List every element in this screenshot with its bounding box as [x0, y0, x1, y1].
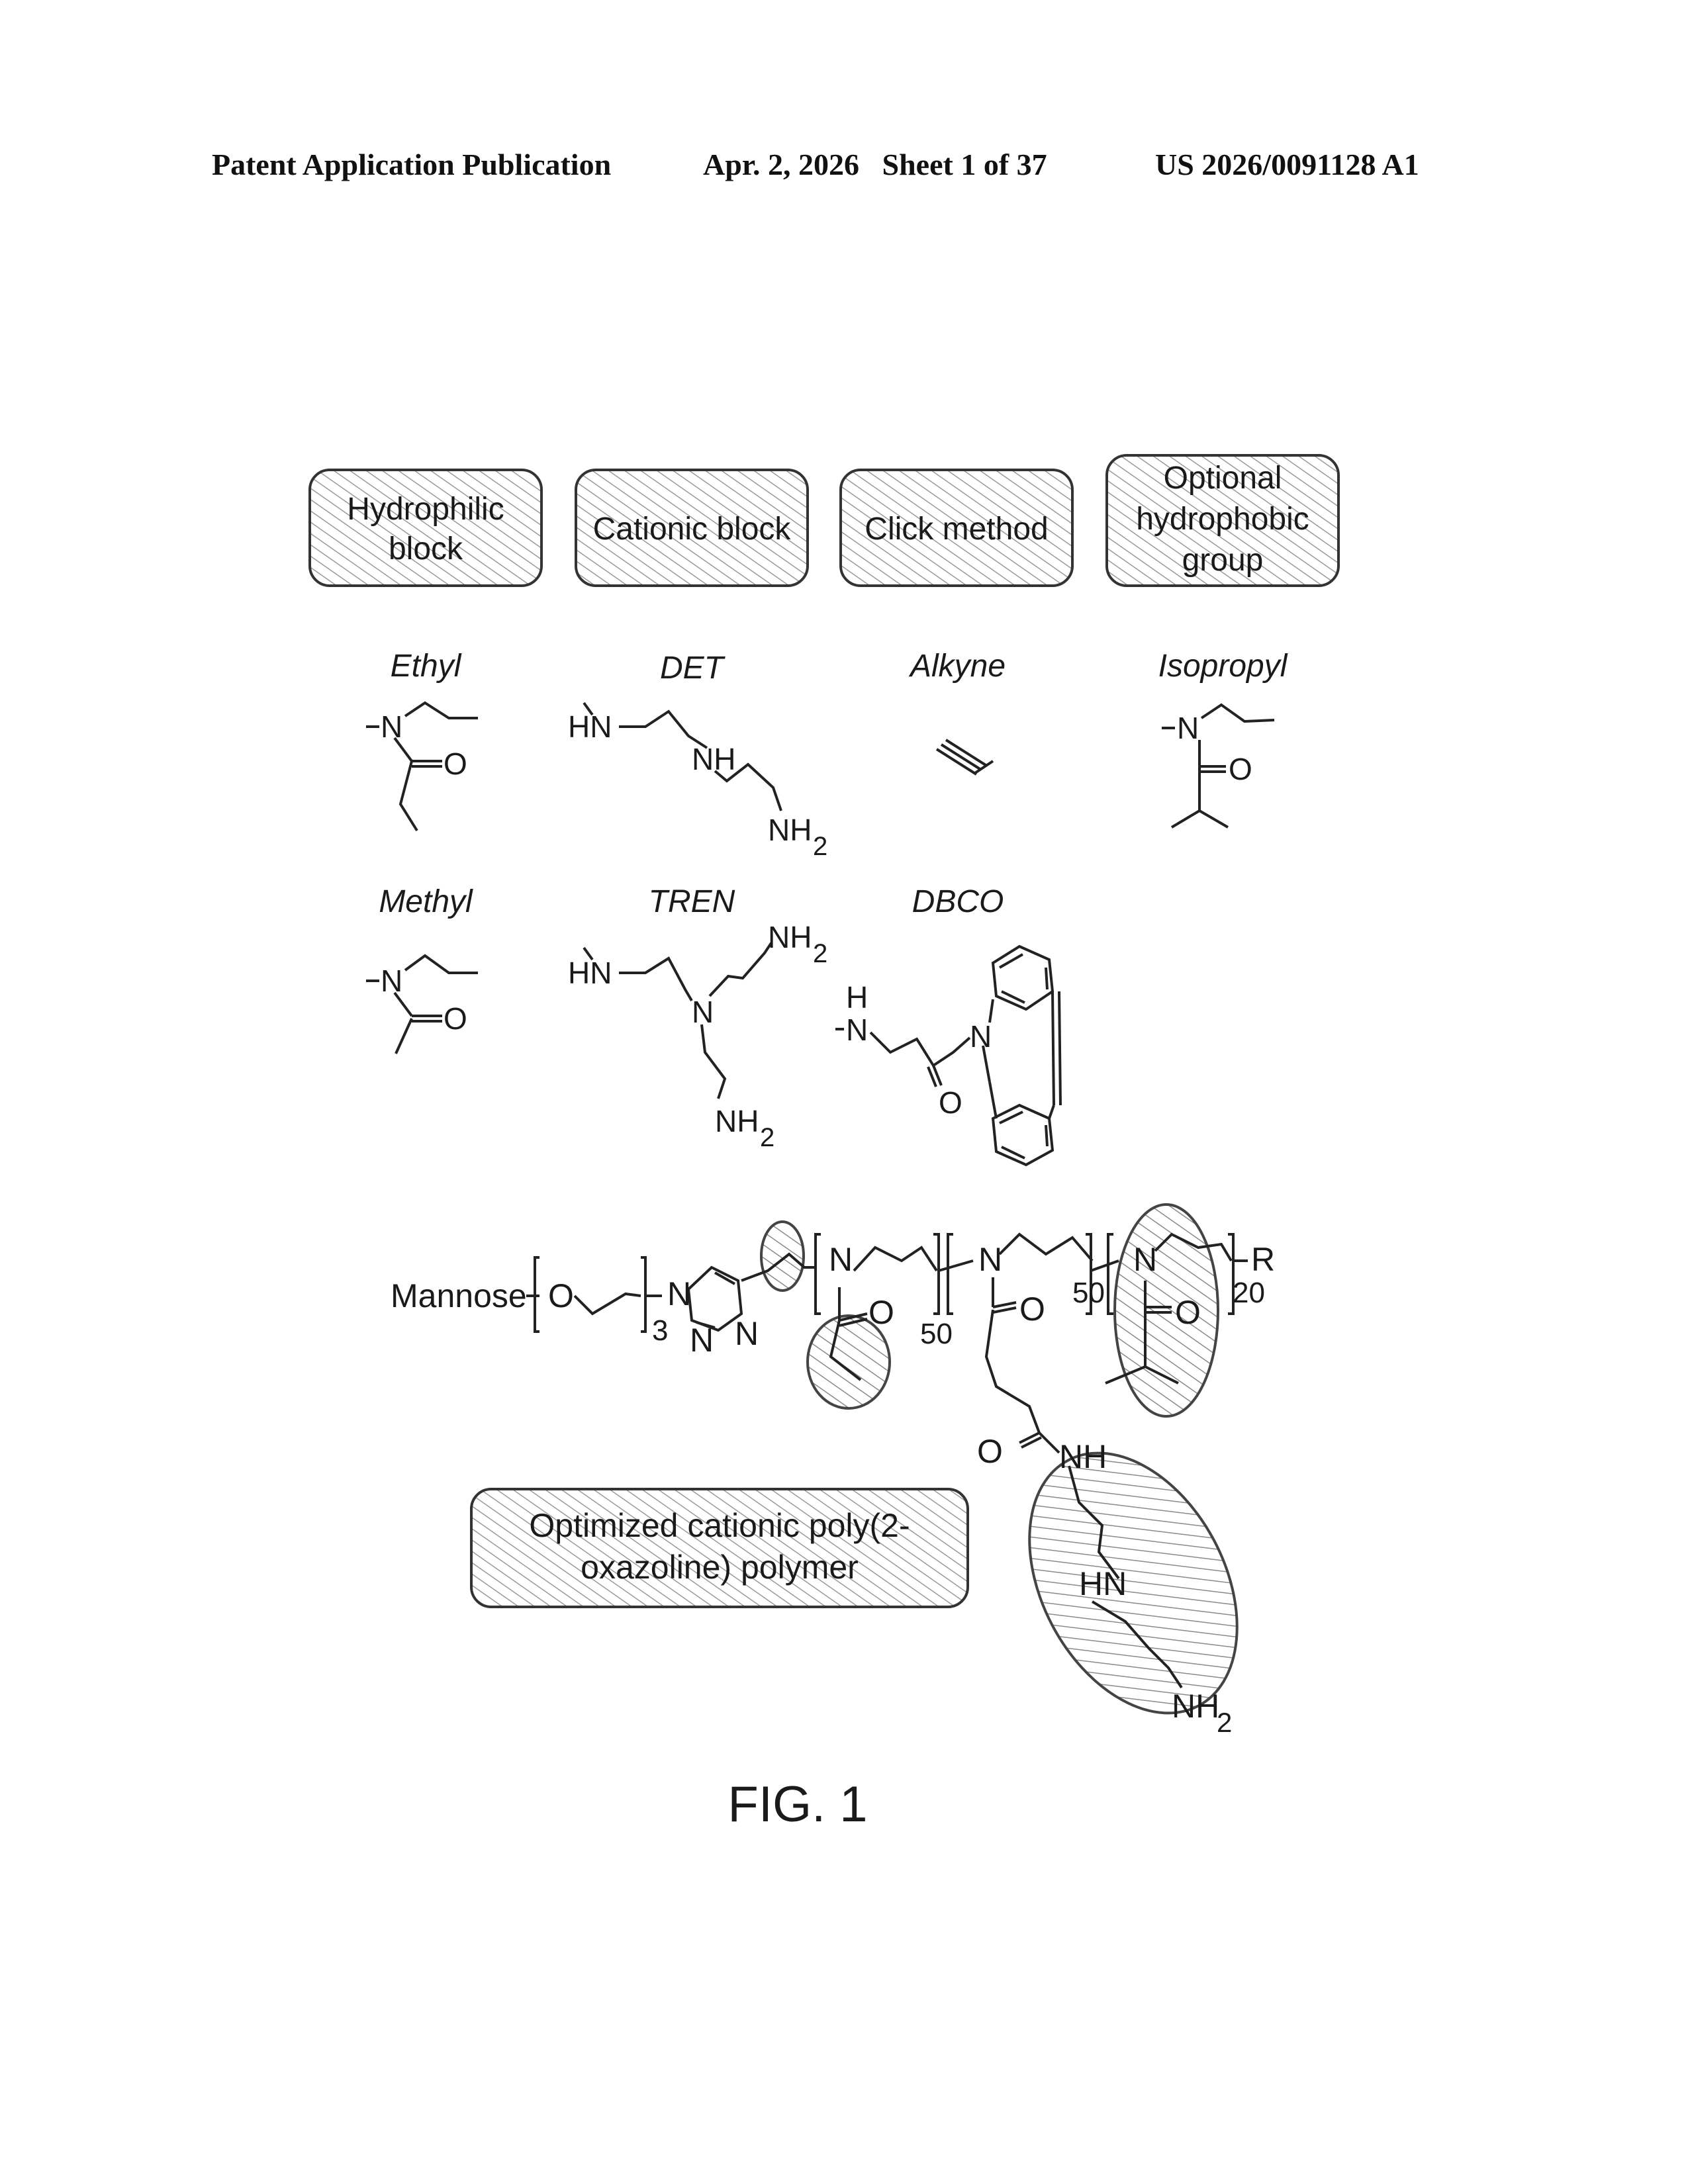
polymer-mannose: Mannose	[391, 1277, 527, 1314]
tren-hn: HN	[568, 956, 612, 990]
label-isopropyl: Isopropyl	[1158, 649, 1288, 684]
det-hn: HN	[568, 709, 612, 744]
block2-n: N	[978, 1241, 1002, 1278]
legend-hydrophilic-line1: Hydrophilic	[347, 492, 504, 527]
legend-hydrophilic-block: Hydrophilic block	[310, 470, 541, 586]
dbco-o: O	[939, 1085, 962, 1120]
tren-nh2-bottom: NH	[715, 1104, 759, 1138]
det-structure	[584, 703, 781, 811]
triazole-n3: N	[735, 1315, 759, 1352]
legend-cationic-block: Cationic block	[576, 470, 808, 586]
sidechain-nh2: NH	[1172, 1688, 1219, 1725]
sidechain-nh: NH	[1059, 1438, 1107, 1475]
block2-o: O	[1019, 1291, 1045, 1328]
legend-hydrophilic-line2: block	[389, 531, 463, 567]
dbco-h: H	[846, 980, 868, 1015]
legend-click-label: Click method	[865, 512, 1048, 547]
block3-o: O	[1175, 1294, 1201, 1331]
methyl-o: O	[444, 1001, 467, 1036]
dbco-n-amide: N	[846, 1013, 868, 1047]
tren-nh2-top: NH	[768, 920, 812, 954]
tren-nh2-bottom-sub: 2	[760, 1123, 774, 1152]
caption-box-polymer: Optimized cationic poly(2- oxazoline) po…	[471, 1489, 968, 1607]
alkyne-structure	[937, 740, 993, 774]
polymer-end-r: R	[1251, 1241, 1275, 1278]
block3-sub: 20	[1233, 1277, 1265, 1309]
label-alkyne: Alkyne	[908, 649, 1006, 684]
label-tren: TREN	[649, 884, 735, 919]
block2-sub: 50	[1072, 1277, 1105, 1309]
sidechain-o: O	[977, 1433, 1003, 1470]
dbco-n-ring: N	[970, 1019, 992, 1054]
det-nh2-sub: 2	[813, 832, 827, 861]
label-ethyl: Ethyl	[391, 649, 462, 684]
isopropyl-n: N	[1177, 711, 1199, 745]
det-nh2: NH	[768, 813, 812, 847]
label-methyl: Methyl	[379, 884, 473, 919]
triazole-n1: N	[667, 1275, 691, 1312]
tren-nh2-top-sub: 2	[813, 939, 827, 968]
ethyl-o: O	[444, 747, 467, 781]
legend-click-method: Click method	[841, 470, 1072, 586]
block1-o: O	[868, 1294, 894, 1331]
label-det: DET	[660, 651, 726, 686]
methyl-n: N	[381, 964, 402, 998]
det-nh: NH	[692, 742, 735, 776]
polymer-peg-o: O	[548, 1277, 574, 1314]
tren-n: N	[692, 995, 714, 1029]
sidechain-nh2-sub: 2	[1217, 1707, 1232, 1738]
highlight-isopropyl-block	[1115, 1205, 1218, 1416]
sidechain-hn: HN	[1079, 1565, 1127, 1602]
block1-sub: 50	[920, 1318, 953, 1350]
isopropyl-o: O	[1229, 752, 1252, 786]
block1-n: N	[829, 1241, 853, 1278]
polymer-highlights	[761, 1205, 1279, 1749]
label-dbco: DBCO	[912, 884, 1004, 919]
polymer-peg-sub: 3	[652, 1314, 668, 1347]
triazole-n2: N	[690, 1322, 714, 1359]
legend-cationic-label: Cationic block	[593, 512, 792, 547]
ethyl-n: N	[381, 709, 402, 744]
highlight-det-sidechain	[988, 1418, 1280, 1749]
legend-hydrophobic-line3: group	[1182, 543, 1264, 578]
block3-n: N	[1133, 1241, 1157, 1278]
figure-label: FIG. 1	[727, 1776, 867, 1833]
dbco-structure	[835, 946, 1060, 1165]
legend-hydrophobic-line1: Optional	[1164, 461, 1282, 496]
legend-hydrophobic-group: Optional hydrophobic group	[1107, 455, 1338, 586]
highlight-click-linker	[761, 1222, 804, 1291]
legend-hydrophobic-line2: hydrophobic	[1136, 502, 1309, 537]
caption-line2: oxazoline) polymer	[581, 1549, 859, 1586]
caption-line1: Optimized cationic poly(2-	[529, 1507, 910, 1544]
